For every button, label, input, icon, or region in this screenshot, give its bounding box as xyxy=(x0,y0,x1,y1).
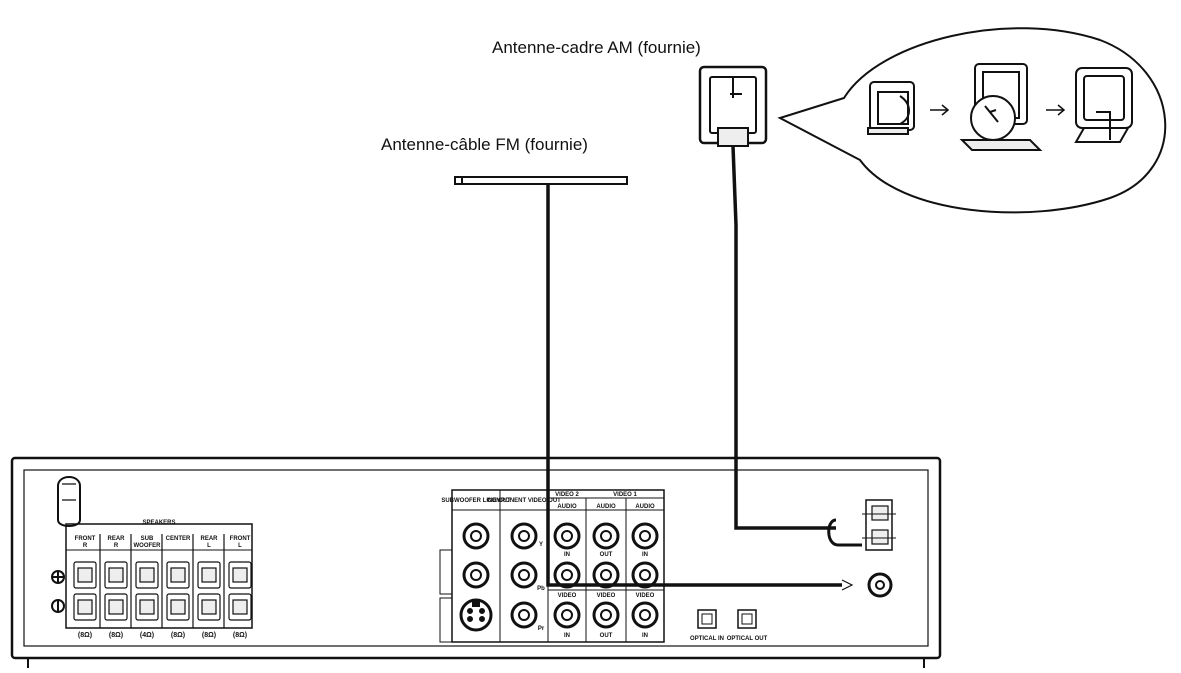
speaker-channel-label: SUB xyxy=(141,536,154,542)
rca-jack xyxy=(592,522,620,550)
speaker-channel-label: R xyxy=(114,543,119,549)
rca-jack xyxy=(553,522,581,550)
speaker-channel-label: L xyxy=(207,543,211,549)
am-loop-antenna xyxy=(698,65,768,147)
rca-jack xyxy=(631,522,659,550)
speaker-terminal xyxy=(197,593,221,621)
video1-video-out-io-label: OUT xyxy=(600,633,613,639)
rca-jack xyxy=(462,561,490,589)
fm-antenna-cable xyxy=(546,184,842,587)
am-antenna-plug xyxy=(827,518,862,547)
speaker-terminal xyxy=(228,561,252,589)
rca-jack xyxy=(631,601,659,629)
component-y-label: Y xyxy=(539,542,543,548)
component-pb-label: Pb xyxy=(537,586,545,592)
s-video-jack xyxy=(459,598,493,632)
rca-jack xyxy=(462,522,490,550)
am-antenna-label: Antenne-cadre AM (fournie) xyxy=(492,38,701,57)
speaker-terminal xyxy=(104,561,128,589)
rca-jack xyxy=(592,601,620,629)
video2-header: VIDEO 2 xyxy=(555,492,579,498)
fm-antenna-jack xyxy=(867,572,893,598)
speaker-terminal xyxy=(166,593,190,621)
am-assembly-step-2 xyxy=(959,63,1043,151)
rca-jack xyxy=(510,601,538,629)
receiver-rear-panel xyxy=(10,456,942,660)
component-pr-label: Pr xyxy=(538,626,545,632)
optical-in-port xyxy=(697,609,717,629)
speaker-impedance-label: (8Ω) xyxy=(233,632,247,639)
speaker-channel-label: FRONT xyxy=(230,536,251,542)
speaker-terminal-block xyxy=(65,523,253,629)
optical-in-label: OPTICAL IN xyxy=(690,636,724,642)
am-assembly-step-1 xyxy=(867,81,915,135)
speaker-channel-label: R xyxy=(83,543,88,549)
fm-wire-antenna-bar xyxy=(454,176,628,185)
video1-audio-in-io-label: IN xyxy=(642,552,648,558)
rca-jack xyxy=(631,561,659,589)
video2-video-label: VIDEO xyxy=(558,593,577,599)
speaker-terminal xyxy=(73,561,97,589)
rca-jack xyxy=(510,561,538,589)
speaker-impedance-label: (8Ω) xyxy=(78,632,92,639)
speaker-channel-label: FRONT xyxy=(75,536,96,542)
sub-out-header: SUBWOOFER LINE OUT xyxy=(441,498,511,504)
am-antenna-cable xyxy=(731,145,836,530)
assembly-arrow-2 xyxy=(1046,104,1066,116)
optical-out-port xyxy=(737,609,757,629)
video2-audio-in-label: IN xyxy=(564,552,570,558)
video2-audio-label: AUDIO xyxy=(557,504,577,510)
video1-audio-out-io-label: OUT xyxy=(600,552,613,558)
rca-jack xyxy=(553,601,581,629)
am-assembly-step-3 xyxy=(1074,67,1133,143)
speaker-channel-label: REAR xyxy=(107,536,125,542)
component-video-header: COMPONENT VIDEO OUT xyxy=(487,498,561,504)
rca-jack xyxy=(592,561,620,589)
speaker-terminal xyxy=(228,593,252,621)
rca-jack xyxy=(510,522,538,550)
video1-header: VIDEO 1 xyxy=(613,492,637,498)
am-antenna-terminal xyxy=(862,499,896,551)
speaker-terminal xyxy=(73,593,97,621)
speaker-impedance-label: (8Ω) xyxy=(171,632,185,639)
speaker-terminal xyxy=(135,593,159,621)
video1-video-in-label: VIDEO xyxy=(636,593,655,599)
assembly-arrow-1 xyxy=(930,104,950,116)
video2-video-in-label: IN xyxy=(564,633,570,639)
speaker-terminal xyxy=(135,561,159,589)
video1-video-out-label: VIDEO xyxy=(597,593,616,599)
speaker-terminal xyxy=(104,593,128,621)
speaker-channel-label: WOOFER xyxy=(134,543,162,549)
optical-out-label: OPTICAL OUT xyxy=(727,636,768,642)
video1-video-in-io-label: IN xyxy=(642,633,648,639)
video1-audio-in-label: AUDIO xyxy=(635,504,655,510)
video1-audio-out-label: AUDIO xyxy=(596,504,616,510)
speaker-impedance-label: (8Ω) xyxy=(202,632,216,639)
am-assembly-callout xyxy=(777,27,1167,214)
speakers-header: SPEAKERS xyxy=(142,520,175,526)
power-cord-clip xyxy=(57,476,81,527)
speaker-impedance-label: (8Ω) xyxy=(109,632,123,639)
speaker-terminal xyxy=(166,561,190,589)
speaker-channel-label: REAR xyxy=(200,536,218,542)
speaker-impedance-label: (4Ω) xyxy=(140,632,154,639)
speaker-channel-label: CENTER xyxy=(166,536,191,542)
rca-jack xyxy=(553,561,581,589)
fm-antenna-label: Antenne-câble FM (fournie) xyxy=(381,135,588,154)
speaker-terminal xyxy=(197,561,221,589)
speaker-channel-label: L xyxy=(238,543,242,549)
